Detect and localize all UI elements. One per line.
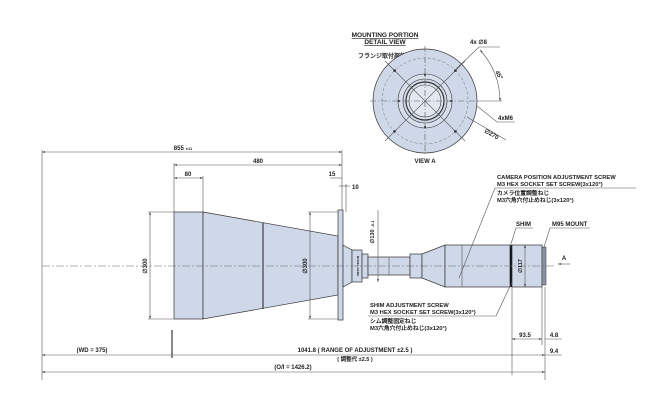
dim-80-label: 80: [185, 172, 192, 178]
mounting-holes: [393, 69, 457, 133]
conical-body: [202, 211, 339, 320]
dim-mount-dia-label: ∅117: [517, 259, 524, 273]
camera-screw-jp1: カメラ位置調整ねじ: [497, 189, 549, 197]
view-arrow-label: A: [562, 256, 567, 262]
camera-screw-leader: [458, 187, 496, 279]
dim-front-dia-label: ∅300: [142, 258, 149, 274]
shim-screw-jp2: M3六角穴付止めねじ(3x120°): [370, 324, 447, 332]
dim-4-8-label: 4.8: [550, 333, 559, 339]
dim-855-label: 855±11: [174, 146, 193, 152]
mount-label: M95 MOUNT: [552, 222, 588, 228]
lens-body: MODEL NAME: [42, 209, 556, 321]
dim-93-5-label: 93.5: [519, 333, 531, 339]
holes-label: 4x ∅8: [470, 39, 488, 46]
shim-screw-jp1: シム調整固定ねじ: [370, 317, 417, 325]
top-dimensions: 855±11 480 80 15 10: [41, 146, 359, 380]
annotations: CAMERA POSITION ADJUSTMENT SCREW M3 HEX …: [368, 175, 636, 332]
tapped-label: 4xM6: [498, 116, 514, 122]
detail-title-jp: フランジ取付部詳細: [358, 52, 412, 60]
dim-rear-dia-label: ∅300: [302, 258, 309, 274]
dim-480-label: 480: [253, 159, 264, 165]
pcd-leader: [466, 116, 507, 141]
flange: [337, 209, 344, 321]
diag-line-2: [384, 60, 466, 142]
holes-leader: [455, 46, 500, 70]
camera-screw-jp2: M3六角穴付止めねじ(3x120°): [497, 196, 574, 204]
dim-9-4-label: 9.4: [550, 349, 559, 355]
front-ring: [173, 211, 204, 320]
dim-flange-dia-label: ∅130-0.1: [369, 220, 376, 244]
detail-title-line2: DETAIL VIEW: [364, 39, 406, 46]
view-a-label: VIEW A: [414, 159, 436, 165]
dim-15-label: 15: [329, 172, 336, 178]
shim-label: SHIM: [516, 222, 531, 228]
angle-label: 45°: [493, 70, 503, 81]
tapped-leader: [476, 105, 515, 123]
detail-title-line1: MOUNTING PORTION: [352, 32, 419, 39]
shim-leader: [509, 227, 533, 248]
shim-screw-line2: M3 HEX SOCKET SET SCREW(3x120°): [370, 310, 476, 316]
camera-screw-line2: M3 HEX SOCKET SET SCREW(3x120°): [497, 182, 603, 188]
diameter-dimensions: ∅300 ∅300 ∅130-0.1 ∅117: [142, 210, 526, 320]
dim-wd-label: (WD = 375): [77, 348, 108, 354]
angle-arc: [479, 49, 501, 102]
dim-10-label: 10: [352, 185, 359, 191]
bottom-dimensions: 93.5 4.8 9.4 (WD = 375) 1041.8 ( RANGE O…: [42, 287, 562, 380]
dim-oi-label: (O/I = 1426.2): [274, 365, 311, 371]
shim-screw-leader: [495, 281, 513, 317]
dim-range-jp-label: ( 調整代 ±2.5 ): [337, 355, 373, 363]
shim-screw-line1: SHIM ADJUSTMENT SCREW: [370, 303, 449, 309]
detail-view: MOUNTING PORTION DETAIL VIEW フランジ取付部詳細 4…: [352, 32, 515, 165]
camera-screw-line1: CAMERA POSITION ADJUSTMENT SCREW: [497, 175, 616, 181]
mount-leader: [543, 227, 590, 248]
pcd-label: ∅270: [483, 128, 500, 142]
dim-range-label: 1041.8 ( RANGE OF ADJUSTMENT ±2.5 ): [298, 348, 413, 354]
